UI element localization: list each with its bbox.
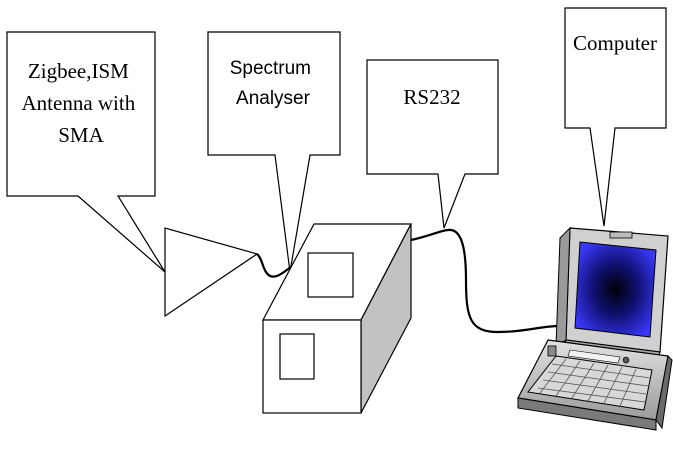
- laptop-side-port: [547, 345, 557, 357]
- laptop-lid-latch: [609, 231, 633, 239]
- rs232-callout-label: RS232: [403, 85, 460, 109]
- analyser-callout: Spectrum Analyser: [207, 31, 341, 273]
- rs232-callout-shape: [366, 59, 499, 229]
- antenna-callout: Zigbee,ISM Antenna with SMA: [6, 31, 166, 273]
- analyser-callout-shape: [207, 31, 341, 273]
- antenna-callout-line-3: SMA: [58, 123, 104, 147]
- antenna-callout-line-1: Zigbee,ISM: [28, 59, 129, 83]
- laptop-keyboard-rows: [537, 358, 651, 407]
- laptop-base-front: [517, 397, 657, 431]
- computer-callout: Computer: [564, 7, 667, 227]
- computer-callout-label: Computer: [573, 31, 657, 55]
- svg-text:RS232: RS232: [403, 85, 460, 109]
- svg-text:Spectrum Analyser: Spectrum Analyser: [230, 58, 317, 109]
- analyser-callout-line-2: Analyser: [236, 88, 311, 109]
- antenna-callout-line-2: Antenna with: [22, 91, 136, 115]
- laptop-base-side: [655, 354, 673, 430]
- rs232-callout: RS232: [366, 59, 499, 229]
- svg-text:Zigbee,ISM Antenna with: Zigbee,ISM Antenna with SMA: [22, 59, 141, 147]
- laptop-logo-strip: [567, 349, 621, 364]
- antenna-horn-shape: [164, 227, 259, 318]
- rs232-cable: [410, 228, 561, 334]
- laptop-computer: [517, 226, 673, 431]
- analyser-top-port: [307, 252, 354, 298]
- laptop-power-led: [622, 356, 630, 364]
- spectrum-analyser-box: [262, 223, 412, 414]
- antenna-callout-shape: [6, 31, 166, 273]
- analyser-callout-line-1: Spectrum: [230, 58, 311, 79]
- analyser-front-port: [279, 333, 315, 380]
- laptop-screen: [574, 241, 657, 338]
- computer-callout-shape: [564, 7, 667, 227]
- svg-text:Computer: Computer: [573, 31, 657, 55]
